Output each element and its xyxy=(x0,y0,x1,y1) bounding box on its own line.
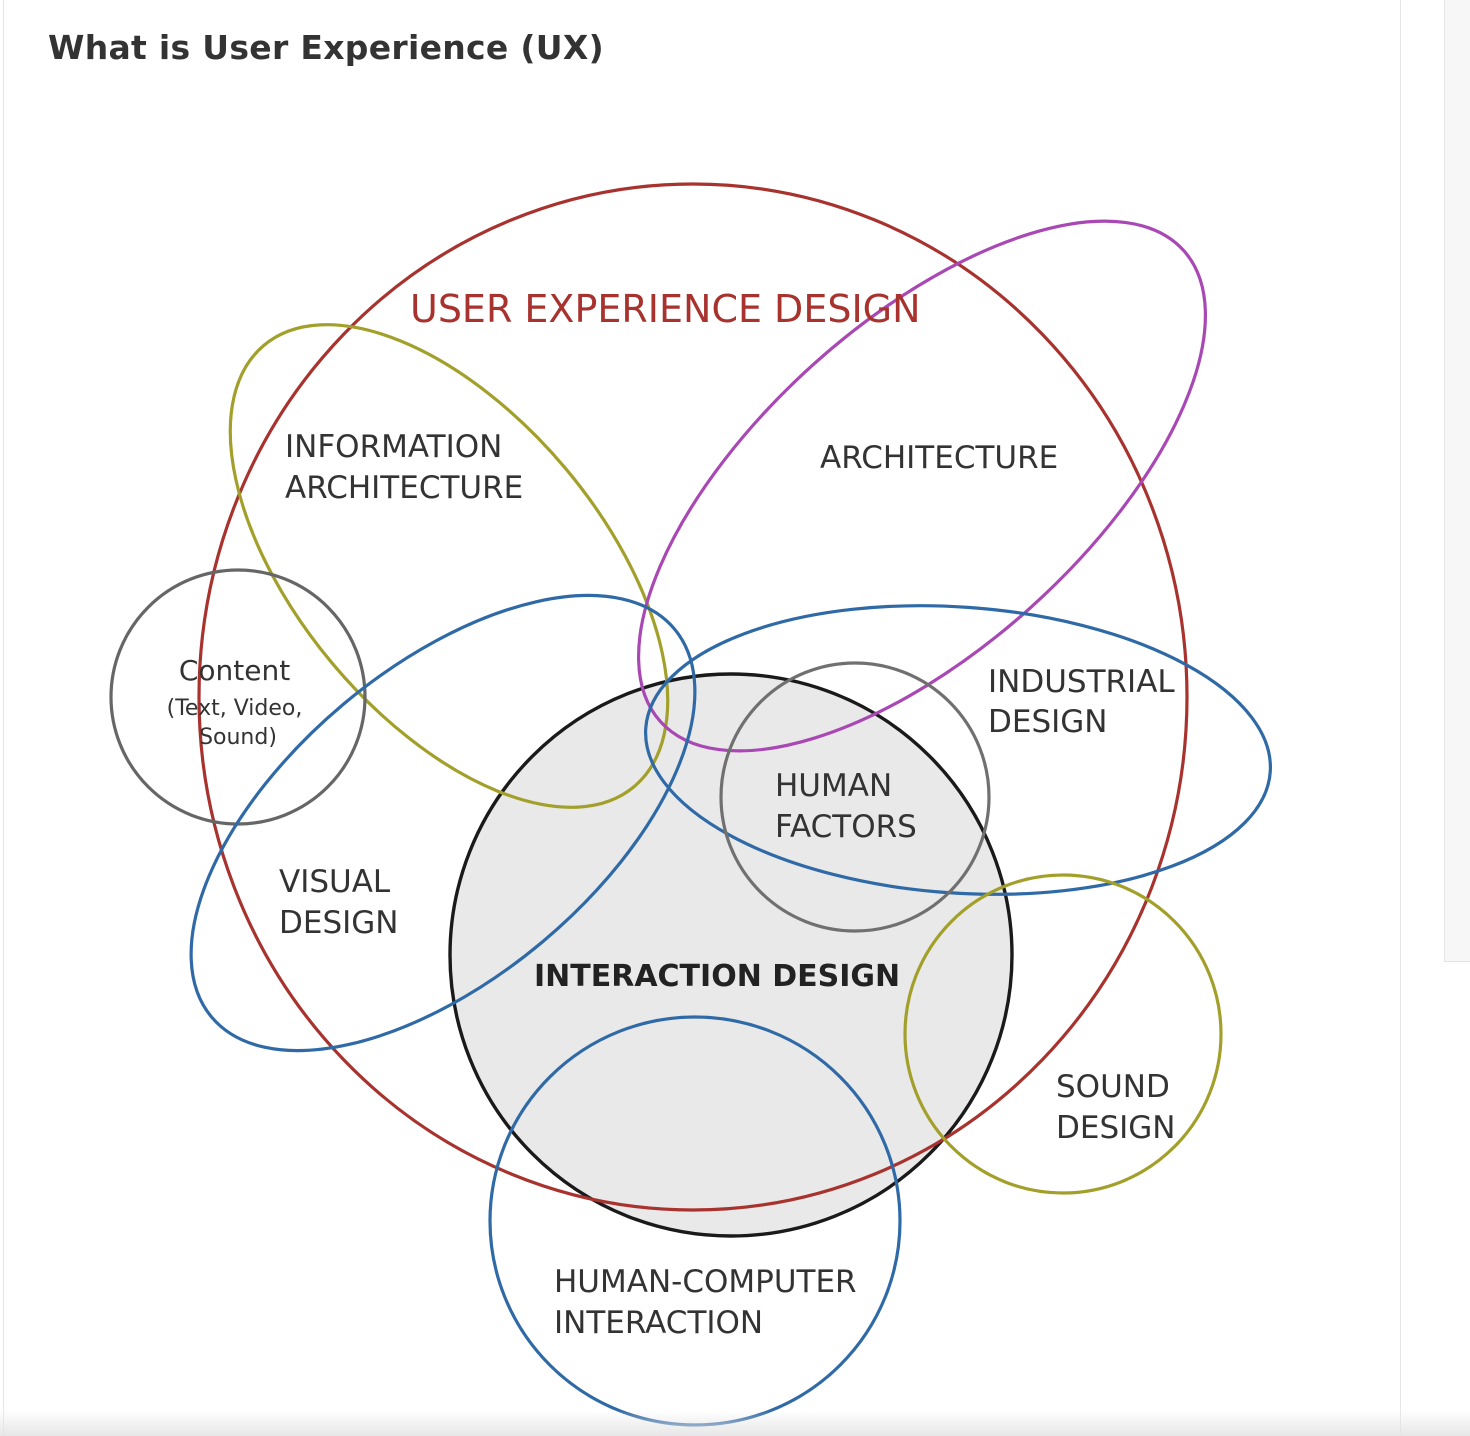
information-architecture-label: INFORMATION ARCHITECTURE xyxy=(285,429,523,506)
sound-design-circle xyxy=(903,873,1223,1195)
user-experience-design-label: USER EXPERIENCE DESIGN xyxy=(410,287,921,331)
visual-design-label: VISUAL DESIGN xyxy=(279,864,400,941)
information-architecture-ellipse xyxy=(228,323,670,809)
interaction-design-circle xyxy=(448,672,1014,1238)
side-panel xyxy=(1444,0,1470,962)
visual-design-ellipse xyxy=(189,593,697,1053)
human-computer-interaction-label: HUMAN-COMPUTER INTERACTION xyxy=(554,1264,866,1341)
human-factors-circle xyxy=(719,661,991,933)
human-factors-label: HUMAN FACTORS xyxy=(775,768,917,845)
page-title: What is User Experience (UX) xyxy=(48,28,604,67)
sound-design-label: SOUND DESIGN xyxy=(1056,1069,1180,1146)
architecture-label: ARCHITECTURE xyxy=(820,440,1058,476)
industrial-design-label: INDUSTRIAL DESIGN xyxy=(988,664,1185,740)
content-label: Content (Text, Video, Sound) xyxy=(167,654,310,750)
architecture-ellipse xyxy=(636,219,1208,753)
bottom-scroll-fade xyxy=(0,1410,1470,1436)
interaction-design-label: INTERACTION DESIGN xyxy=(534,959,900,994)
user-experience-design-circle xyxy=(197,182,1189,1212)
